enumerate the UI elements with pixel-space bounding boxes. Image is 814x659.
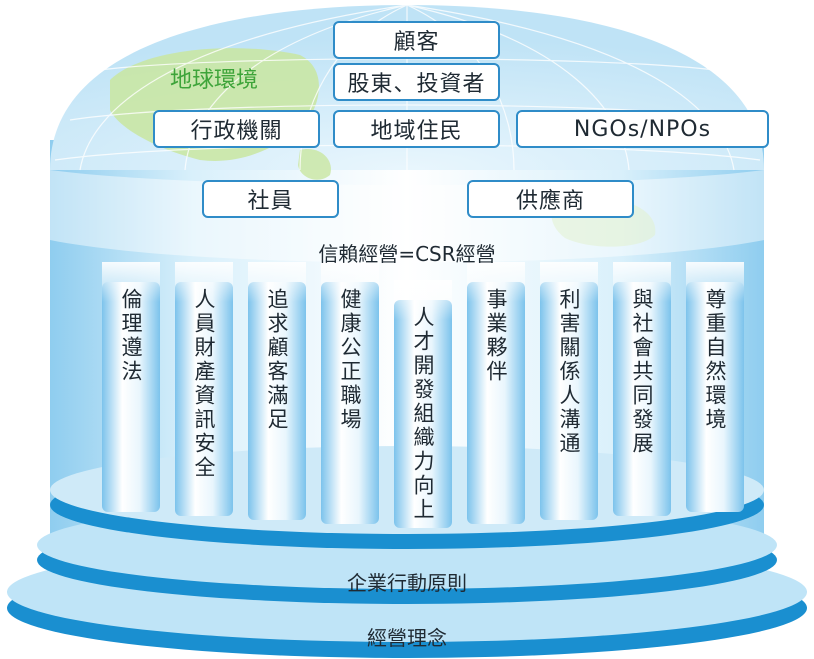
stakeholder-shareholders: 股東、投資者	[333, 63, 500, 101]
pillar-label-4: 健康公正職場	[338, 288, 362, 432]
pillar-label-7: 利害關係人溝通	[557, 288, 581, 456]
pillar-6	[467, 282, 525, 524]
pillar-label-1: 倫理遵法	[119, 288, 143, 384]
pillar-5	[394, 300, 452, 528]
pillar-top-fade-4	[321, 262, 379, 302]
pillar-top-fade-8	[613, 262, 671, 302]
stakeholder-residents: 地域住民	[333, 110, 500, 148]
pillar-top-fade-5	[394, 280, 452, 320]
environment-label: 地球環境	[170, 68, 259, 93]
pillar-top-fade-3	[248, 262, 306, 302]
pillar-2	[175, 282, 233, 516]
pillar-9	[686, 282, 744, 512]
pillar-3	[248, 282, 306, 520]
pillar-top-fade-6	[467, 262, 525, 302]
pillar-8	[613, 282, 671, 516]
pillar-top-fade-7	[540, 262, 598, 302]
pillar-top-fade-2	[175, 262, 233, 302]
philosophy-label: 經營理念	[367, 626, 447, 650]
pillar-label-3: 追求顧客滿足	[265, 288, 289, 432]
stakeholder-employees: 社員	[202, 180, 339, 218]
pillar-label-9: 尊重自然環境	[703, 288, 727, 432]
principles-label: 企業行動原則	[347, 571, 467, 595]
stakeholder-government: 行政機關	[153, 110, 320, 148]
pillar-label-6: 事業夥伴	[484, 288, 508, 384]
pillar-7	[540, 282, 598, 520]
stakeholder-suppliers: 供應商	[467, 180, 634, 218]
pillar-label-8: 與社會共同發展	[630, 288, 654, 456]
pillar-label-5: 人才開發組織力向上	[411, 306, 435, 522]
continent-islands	[298, 149, 331, 180]
pillar-label-2: 人員財產資訊安全	[192, 288, 216, 480]
stakeholder-customers: 顧客	[333, 21, 500, 59]
pillars	[102, 262, 744, 528]
pillar-top-fade-9	[686, 262, 744, 302]
pillar-top-fade-1	[102, 262, 160, 302]
trust-management-label: 信賴經營=CSR經營	[318, 242, 496, 266]
stakeholder-ngos: NGOs/NPOs	[516, 110, 769, 148]
pillar-1	[102, 282, 160, 512]
pillar-4	[321, 282, 379, 524]
